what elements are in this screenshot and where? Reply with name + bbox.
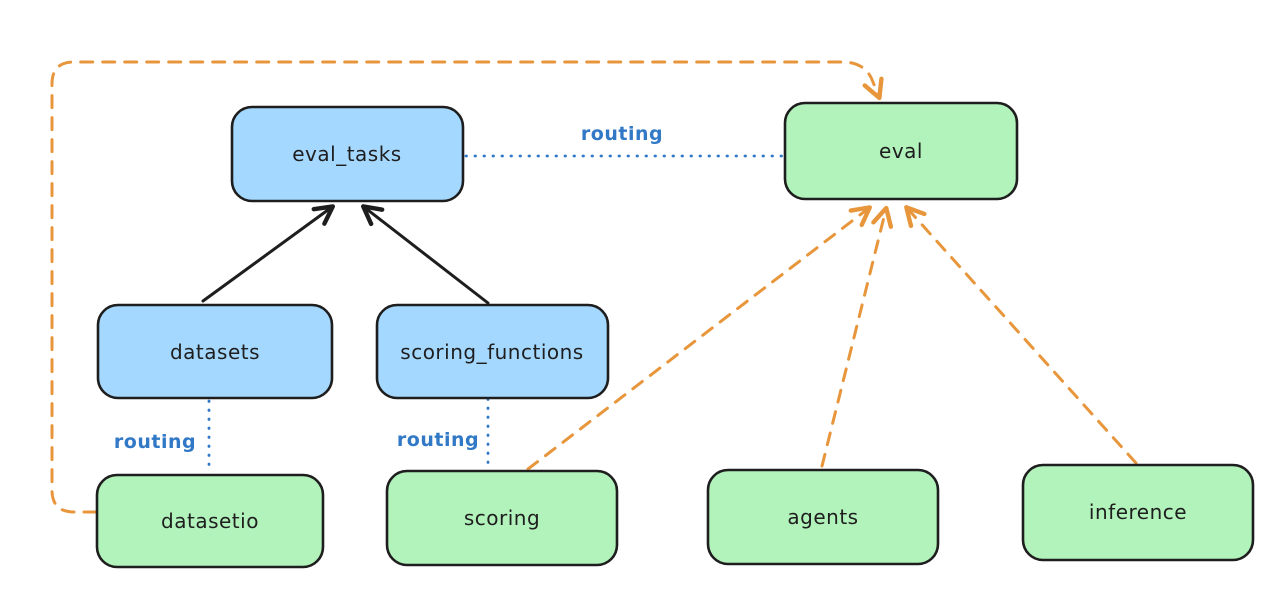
node-datasets: datasets	[96, 303, 334, 400]
edge-datasetio-to-eval	[50, 60, 884, 514]
node-scoring_functions-box	[375, 303, 610, 400]
node-datasetio-box	[95, 473, 325, 569]
node-inference-label: inference	[1089, 500, 1187, 524]
node-eval_tasks: eval_tasks	[230, 105, 465, 203]
edge-agents-to-eval	[820, 205, 894, 468]
node-agents-box	[706, 468, 940, 566]
edge-inference-to-eval	[904, 205, 1138, 465]
node-scoring: scoring	[385, 469, 619, 567]
edge-scoring-to-eval	[526, 205, 872, 471]
routing-label-scoring_functions-scoring: routing	[397, 429, 479, 451]
edge-scoring_functions-to-eval_tasks	[361, 204, 490, 305]
node-inference-box	[1021, 463, 1255, 562]
routing-label-eval_tasks-eval: routing	[581, 123, 663, 145]
nodes-layer: eval_tasks eval datasets scoring_functio…	[95, 101, 1255, 569]
node-inference: inference	[1021, 463, 1255, 562]
edge-labels-layer: routing routing routing	[114, 123, 663, 453]
node-eval_tasks-box	[230, 105, 465, 203]
edges-layer	[50, 60, 1138, 514]
node-datasetio: datasetio	[95, 473, 325, 569]
node-eval-label: eval	[879, 139, 923, 163]
node-datasetio-label: datasetio	[161, 509, 259, 533]
node-eval: eval	[783, 101, 1019, 201]
node-agents: agents	[706, 468, 940, 566]
node-datasets-label: datasets	[170, 340, 260, 364]
node-eval-box	[783, 101, 1019, 201]
node-scoring_functions: scoring_functions	[375, 303, 610, 400]
node-eval_tasks-label: eval_tasks	[292, 142, 401, 166]
node-scoring_functions-label: scoring_functions	[400, 340, 583, 364]
node-scoring-label: scoring	[464, 506, 540, 530]
edge-datasets-to-eval_tasks	[201, 204, 336, 303]
routing-label-datasets-datasetio: routing	[114, 431, 196, 453]
node-scoring-box	[385, 469, 619, 567]
node-datasets-box	[96, 303, 334, 400]
node-agents-label: agents	[787, 505, 858, 529]
